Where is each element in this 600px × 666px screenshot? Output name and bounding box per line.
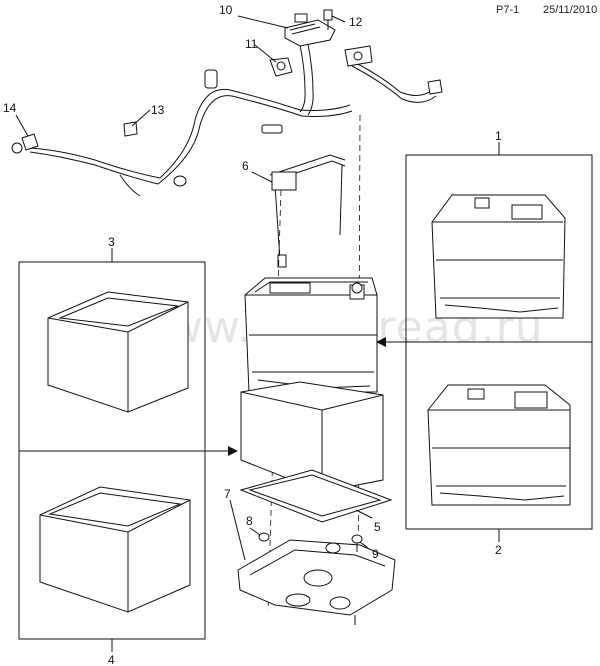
callout-2: 2: [495, 543, 502, 557]
ground-lug: [427, 79, 443, 95]
leader-lines: [15, 15, 500, 652]
battery-variant-2: [427, 384, 571, 506]
part-5-tray-pad: [239, 469, 393, 523]
main-battery: [244, 277, 378, 393]
callout-14: 14: [3, 101, 17, 115]
callout-7: 7: [224, 487, 231, 501]
callout-11: 11: [245, 37, 258, 51]
callout-10: 10: [219, 3, 233, 17]
part-13-cable-clip: [123, 121, 138, 137]
part-8-plug: [258, 532, 270, 542]
callout-4: 4: [108, 653, 115, 666]
callout-1: 1: [495, 129, 502, 143]
callout-9: 9: [372, 547, 379, 561]
page-code: P7-1: [496, 4, 520, 16]
date-stamp: 25/11/2010: [543, 4, 598, 16]
callout-6: 6: [242, 159, 249, 173]
callout-13: 13: [151, 103, 165, 117]
callout-3: 3: [108, 235, 115, 249]
callout-5: 5: [374, 520, 381, 534]
battery-cable-harness: [29, 43, 437, 197]
insulation-sleeve-variant-3: [47, 291, 189, 413]
battery-insulation-sleeve-center: [240, 381, 384, 493]
arrow-variant-to-sleeve: [205, 446, 238, 456]
sleeve-top-edge: [321, 394, 384, 411]
arrow-variant-to-battery: [376, 337, 406, 347]
part-12-bolt: [323, 9, 333, 30]
battery-variant-1: [431, 194, 566, 319]
part-6-hold-down-bracket: [269, 154, 346, 268]
part-11-nut-cap: [269, 57, 293, 77]
part-14-ring-terminal: [11, 133, 39, 154]
part-9-fastener: [351, 534, 363, 552]
negative-terminal-clamp: [344, 45, 373, 67]
part-10-terminal-block: [284, 13, 336, 47]
battery-box-variant-4: [39, 486, 191, 613]
callout-12: 12: [349, 15, 363, 29]
alignment-line-right: [357, 114, 361, 611]
part-7-battery-tray-base: [237, 539, 396, 625]
callout-8: 8: [246, 514, 253, 528]
